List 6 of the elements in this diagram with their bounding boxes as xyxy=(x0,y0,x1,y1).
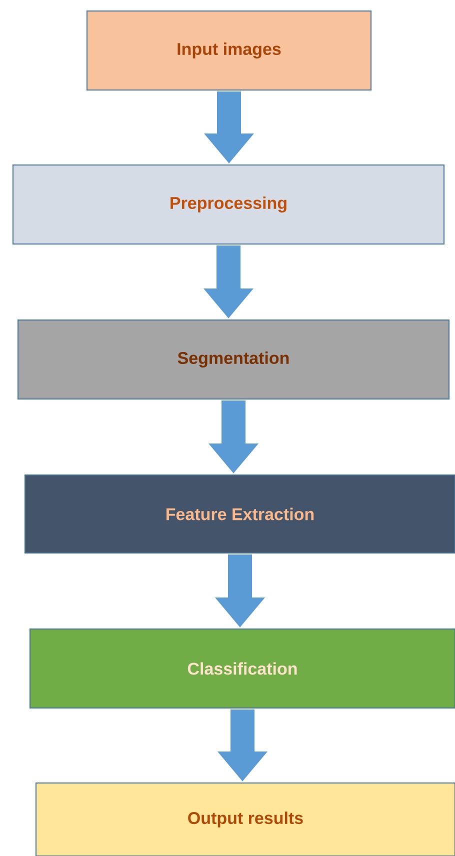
process-box: Input images xyxy=(86,10,372,90)
process-box: Output results xyxy=(36,782,455,856)
process-box: Preprocessing xyxy=(12,164,444,244)
process-box: Classification xyxy=(30,628,455,708)
process-box: Feature Extraction xyxy=(24,474,455,554)
process-box: Segmentation xyxy=(18,320,450,400)
